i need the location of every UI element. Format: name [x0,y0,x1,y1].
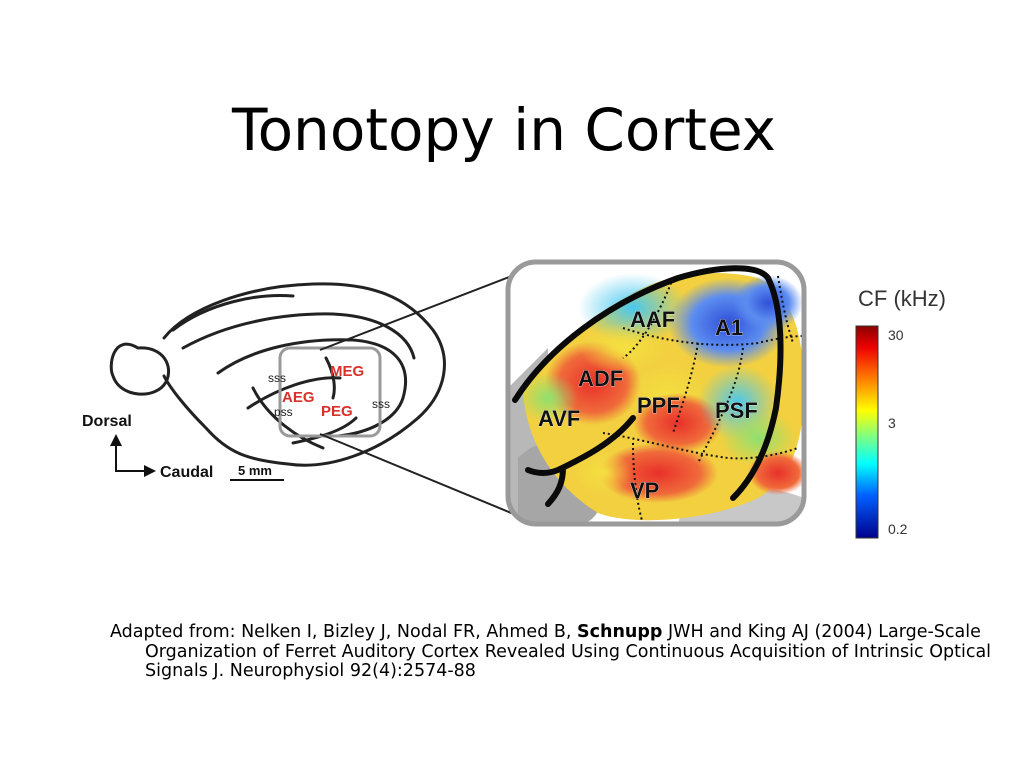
label-peg: PEG [321,403,353,420]
label-meg: MEG [330,363,364,380]
label-ppf: PPF [637,393,680,418]
label-psf: PSF [715,398,758,423]
colorbar [855,325,879,539]
label-caudal: Caudal [160,464,213,481]
label-scale: 5 mm [238,463,272,478]
label-avf: AVF [538,406,580,431]
label-a1: A1 [715,315,743,340]
label-aaf: AAF [630,307,675,332]
citation-prefix: Adapted from: Nelken I, Bizley J, Nodal … [110,622,572,642]
colorbar-title: CF (kHz) [858,286,946,311]
label-pss: pss [274,405,293,419]
label-vp: VP [630,478,659,503]
citation-suffix: JWH and King AJ (2004) Large-Scale Organ… [145,622,992,681]
label-dorsal: Dorsal [82,413,132,430]
label-aeg: AEG [282,389,315,406]
colorbar-tick-3: 3 [888,415,896,431]
zoom-line-bottom [319,433,539,525]
colorbar-tick-0-2: 0.2 [888,521,908,537]
tonotopy-figure: MEG AEG PEG sss sss pss Dorsal Caudal 5 … [82,259,946,539]
ferret-brain-drawing [109,282,446,467]
colorbar-tick-30: 30 [888,327,904,343]
orientation-arrows [110,434,284,481]
citation-bold-author: Schnupp [577,622,663,642]
auditory-region-box [278,346,382,438]
citation: Adapted from: Nelken I, Bizley J, Nodal … [110,622,1005,682]
slide-title: Tonotopy in Cortex [232,96,776,164]
label-sss-top: sss [268,371,286,385]
label-adf: ADF [578,366,623,391]
label-sss-right: sss [372,397,390,411]
tonotopic-map [505,259,807,527]
